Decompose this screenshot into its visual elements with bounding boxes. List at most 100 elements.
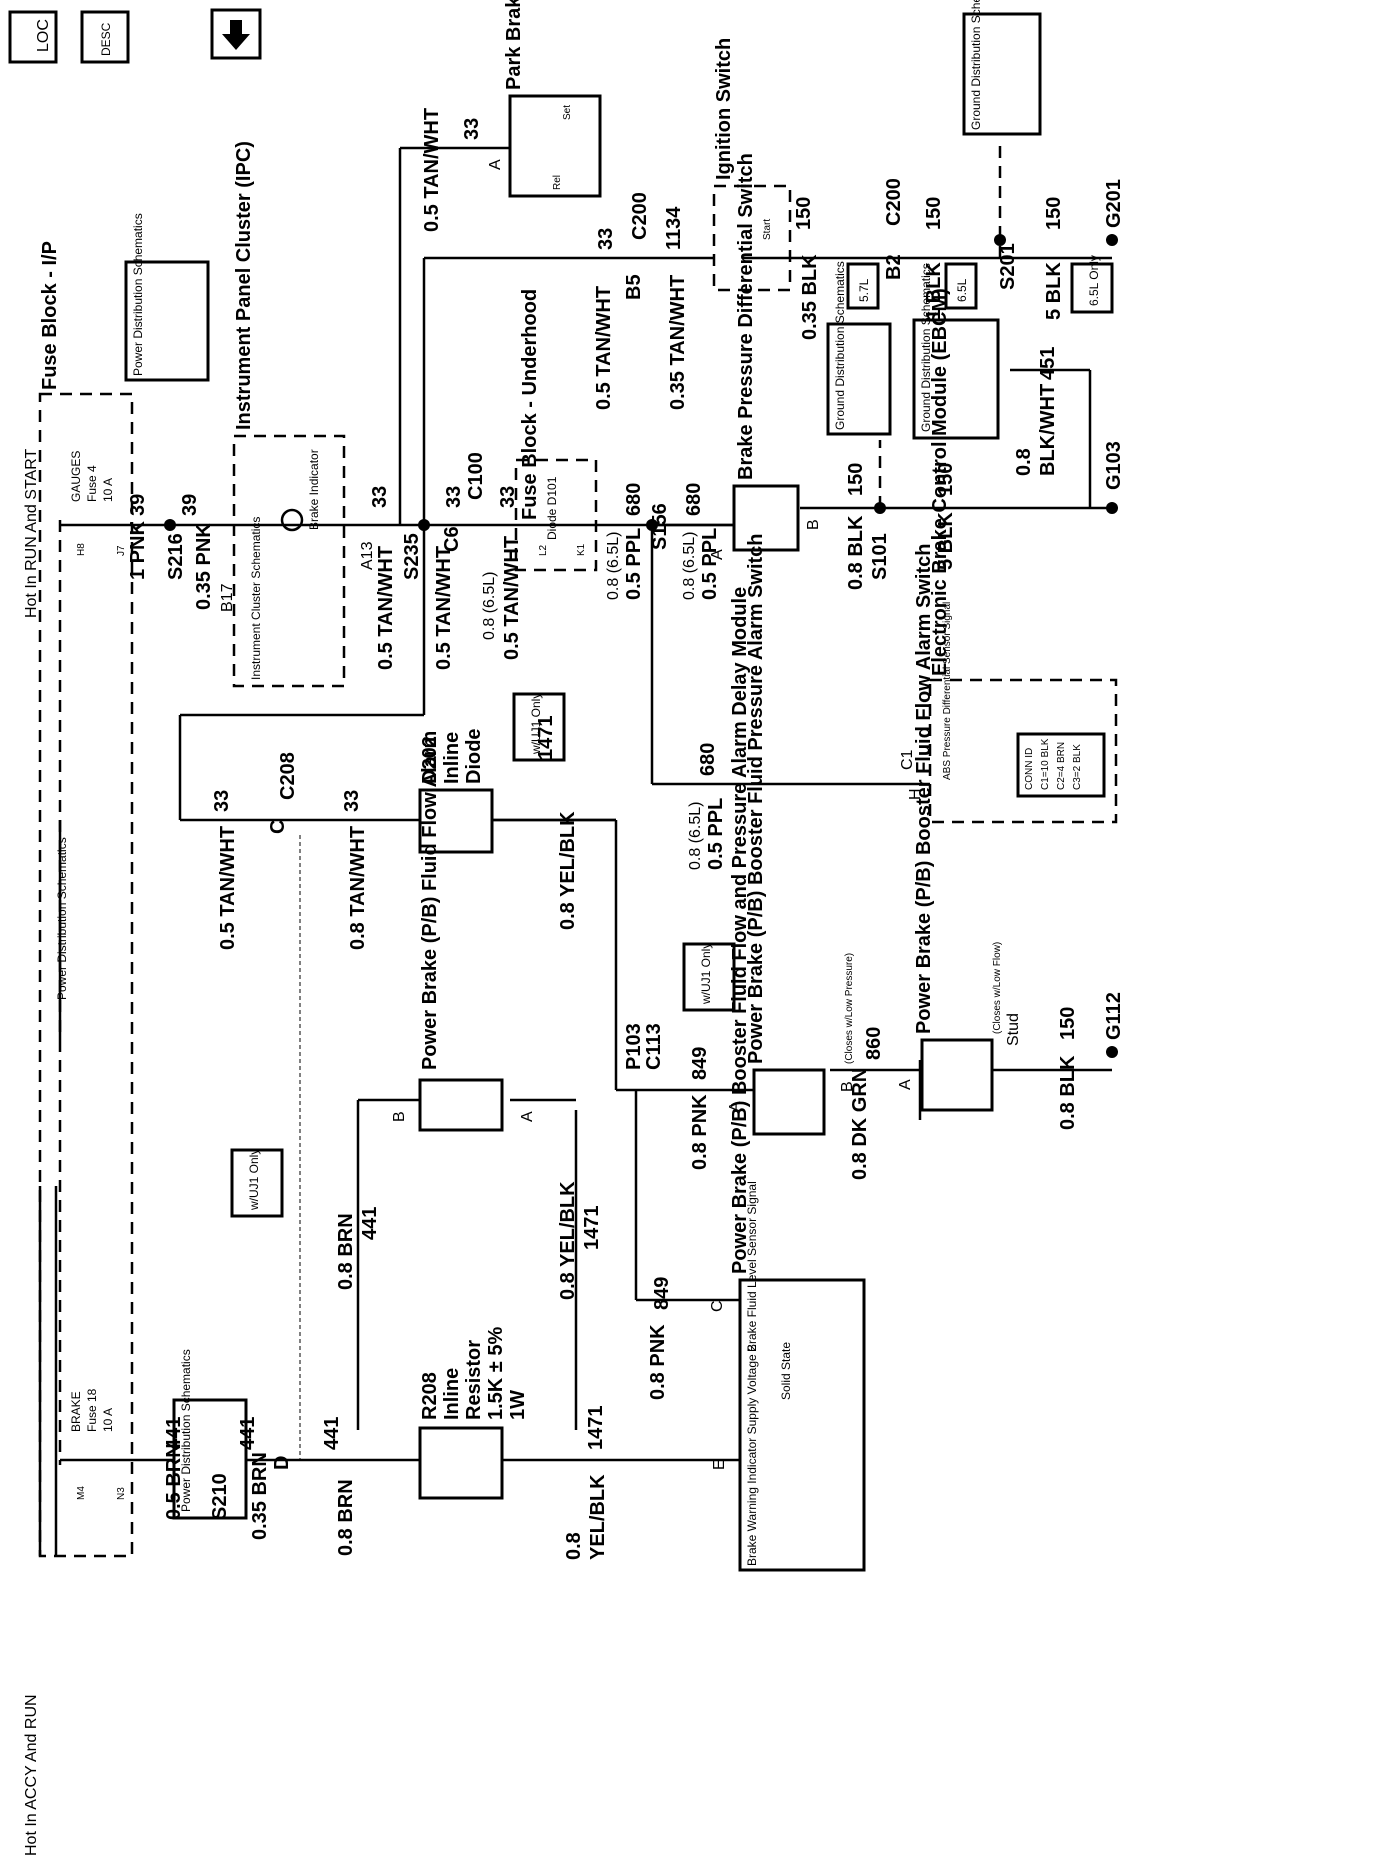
delay-module-title: Power Brake (P/B) Booster Fluid Flow and…	[729, 587, 751, 1274]
splice-s101: S101	[869, 533, 891, 580]
flow-alarm-pin-b: B	[391, 1111, 408, 1122]
splice-s216: S216	[165, 533, 187, 580]
wire-yelblk08-b: 0.8 YEL/BLK	[557, 811, 579, 930]
pressure-switch-pin-b: B	[839, 1081, 856, 1092]
brake-pressure-switch[interactable]	[732, 484, 800, 552]
circuit-39-b: 39	[179, 494, 201, 516]
ground-dist-box-mid[interactable]	[826, 322, 892, 436]
ignition-switch[interactable]	[712, 184, 792, 292]
ebcm-conn-id	[1016, 732, 1106, 798]
down-arrow-button[interactable]	[210, 8, 262, 60]
r208-line5: 1W	[507, 1390, 529, 1420]
wire-pnk035: 0.35 PNK	[193, 523, 215, 610]
wire-brn08: 0.8 BRN	[335, 1479, 357, 1556]
conn-c200: C200	[629, 192, 651, 240]
circuit-680-b: 680	[683, 483, 705, 516]
ebcm-conn-3: C3=2 BLK	[1072, 744, 1083, 790]
circuit-33-e: 33	[595, 228, 617, 250]
pressure-switch-note: (Closes w/Low Pressure)	[844, 953, 855, 1064]
circuit-150-e: 150	[935, 463, 957, 496]
ebcm-conn-2: C2=4 BRN	[1056, 742, 1067, 790]
ipc-pin-in: B17	[219, 583, 236, 612]
badge-65l-text: 6.5L	[955, 278, 969, 302]
down-arrow-icon	[222, 20, 250, 50]
r208-resistor[interactable]	[418, 1426, 504, 1500]
circuit-39-a: 39	[127, 494, 149, 516]
wire-pnk1: 1 PNK	[127, 521, 149, 580]
ipc-indicator: Brake Indicator	[307, 449, 321, 530]
circuit-150-b: 150	[923, 197, 945, 230]
wire-tw035: 0.35 TAN/WHT	[667, 275, 689, 410]
delay-module-right: Brake Fluid Level Sensor Signal	[745, 1181, 759, 1352]
loc-button[interactable]: LOC	[8, 10, 58, 64]
gauges-fuse-number: Fuse 4	[85, 465, 99, 502]
ebcm-outline	[928, 678, 1118, 824]
delay-module-pin-e: E	[711, 1459, 728, 1470]
brake-indicator-icon	[280, 508, 304, 532]
circuit-numbers: 441 441 441 441 1471 1471 1471 39 39 33 …	[127, 118, 1079, 1450]
flow-switch-note: (Closes w/Low Flow)	[992, 942, 1003, 1034]
flow-alarm[interactable]	[418, 1078, 504, 1132]
ebcm-title: Electronic Brake Control Module (EBCM)	[929, 288, 951, 676]
park-brake-title: Park Brake Switch	[503, 0, 525, 90]
wire-yelblk-b: YEL/BLK	[587, 1474, 609, 1560]
d202-name: D202	[419, 736, 441, 784]
wire-pnk08: 0.8 PNK	[647, 1324, 669, 1400]
wuj1-text-mid: w/UJ1 Only	[699, 943, 713, 1005]
badge-65l-only	[1070, 262, 1114, 314]
flow-switch-pin-a: A	[897, 1079, 914, 1090]
ignition-start: Start	[762, 219, 773, 240]
wuj1-badge-bottom	[230, 1148, 284, 1218]
delay-module[interactable]	[738, 1278, 866, 1572]
ipc-title: Instrument Panel Cluster (IPC)	[233, 141, 255, 430]
underhood-fuse-block	[514, 458, 598, 572]
ebcm-conn: C1	[899, 749, 916, 770]
pin-b5: B5	[623, 274, 645, 300]
wire-ppl05-b: 0.5 PPL	[699, 528, 721, 600]
ebcm-conn-title: CONN ID	[1024, 748, 1035, 790]
wire-tw05-c: 0.5 TAN/WHT	[217, 826, 239, 950]
park-brake-switch[interactable]	[508, 94, 602, 198]
desc-button[interactable]: DESC	[80, 10, 130, 64]
flow-alarm-pin-a: A	[519, 1111, 536, 1122]
d202-diode[interactable]	[418, 788, 494, 854]
brake-pressure-pin-b: B	[805, 519, 822, 530]
circuit-441-b: 441	[237, 1417, 259, 1450]
circuit-33-c: 33	[497, 486, 519, 508]
circuit-441-d: 441	[359, 1207, 381, 1240]
flow-alarm-switch[interactable]	[920, 1038, 994, 1112]
circuit-680-a: 680	[623, 483, 645, 516]
conn-c208: C208	[277, 752, 299, 800]
pressure-alarm-switch[interactable]	[752, 1068, 826, 1136]
brake-fuse-number: Fuse 18	[85, 1388, 99, 1432]
ebcm-pin-h: H	[907, 788, 924, 800]
wire-ppl-65a: 0.8 (6.5L)	[605, 532, 622, 600]
splice-s156: S156	[649, 503, 671, 550]
ground-dist-label-right: Ground Distribution Schematics	[919, 263, 933, 432]
ground-dist-box-top[interactable]	[962, 12, 1042, 136]
d202-line3: Diode	[463, 728, 485, 784]
delay-module-pin-c: C	[709, 1300, 726, 1312]
instrument-cluster-schem: Instrument Cluster Schematics	[249, 517, 263, 680]
header-run-start: Hot In RUN And START	[23, 449, 40, 618]
power-dist-box-top[interactable]	[124, 260, 210, 382]
power-dist-box-bottom[interactable]	[172, 1398, 248, 1520]
gauges-fuse-pin-out: J7	[116, 545, 127, 556]
ground-dist-box-right[interactable]	[912, 318, 1000, 440]
diode-pin-r: K1	[576, 543, 587, 556]
park-brake-set: Set	[562, 105, 573, 120]
ground-dist-label-top: Ground Distribution Schematics	[969, 0, 983, 130]
labels: Hot In ACCY And RUN Hot In RUN And START…	[23, 0, 1101, 1856]
conn-c100: C100	[465, 452, 487, 500]
wire-brn08-b: 0.8 BRN	[335, 1213, 357, 1290]
splice-s235: S235	[401, 533, 423, 580]
ref-labels: S210 S216 S235 S156 S101 S201 G103 G201 …	[165, 178, 1125, 1520]
ground-g103: G103	[1103, 441, 1125, 490]
r208-line3: Resistor	[463, 1340, 485, 1420]
circuit-1471-b: 1471	[581, 1206, 603, 1251]
circuit-441-a: 441	[163, 1417, 185, 1450]
wire-blkwht-a: 0.8	[1013, 448, 1035, 476]
ground-g112: G112	[1103, 992, 1125, 1040]
wire-blkwht-b: BLK/WHT	[1037, 384, 1059, 476]
